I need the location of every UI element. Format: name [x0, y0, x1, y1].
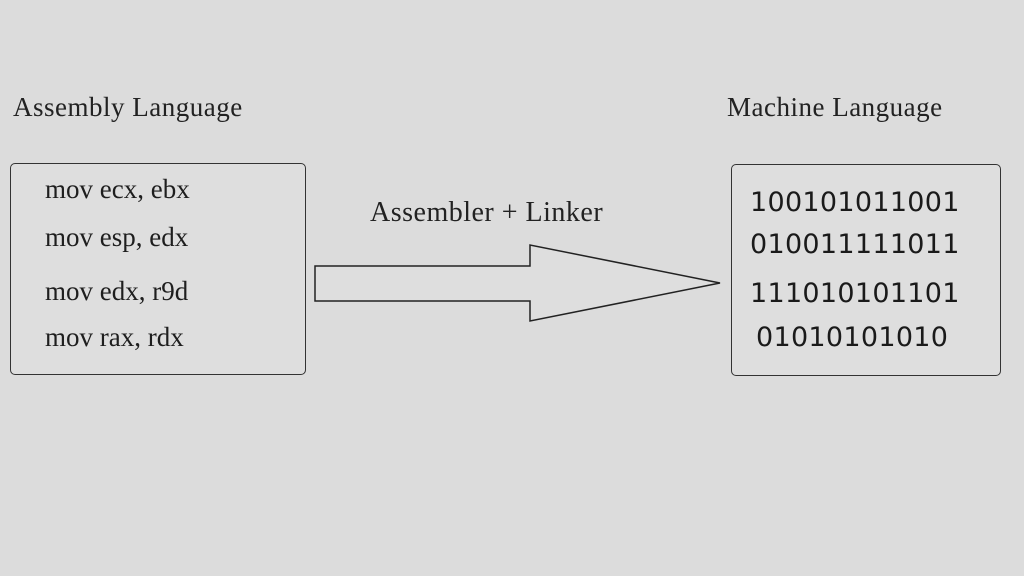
assembler-linker-label: Assembler + Linker — [370, 197, 604, 228]
machine-language-title: Machine Language — [727, 92, 943, 122]
binary-line: 01010101010 — [756, 322, 949, 353]
assembly-line: mov esp, edx — [45, 222, 189, 252]
binary-line: 111010101101 — [750, 278, 960, 309]
assembly-line: mov edx, r9d — [45, 276, 189, 306]
right-arrow-icon — [314, 244, 721, 322]
assembly-code-box: mov ecx, ebx mov esp, edx mov edx, r9d m… — [10, 163, 306, 375]
machine-code-box: 100101011001 010011111011 111010101101 0… — [731, 164, 1001, 376]
binary-line: 100101011001 — [750, 187, 960, 218]
binary-line: 010011111011 — [750, 229, 960, 260]
assembly-language-title: Assembly Language — [13, 92, 243, 122]
assembly-line: mov rax, rdx — [45, 322, 184, 352]
assembly-line: mov ecx, ebx — [45, 174, 190, 204]
